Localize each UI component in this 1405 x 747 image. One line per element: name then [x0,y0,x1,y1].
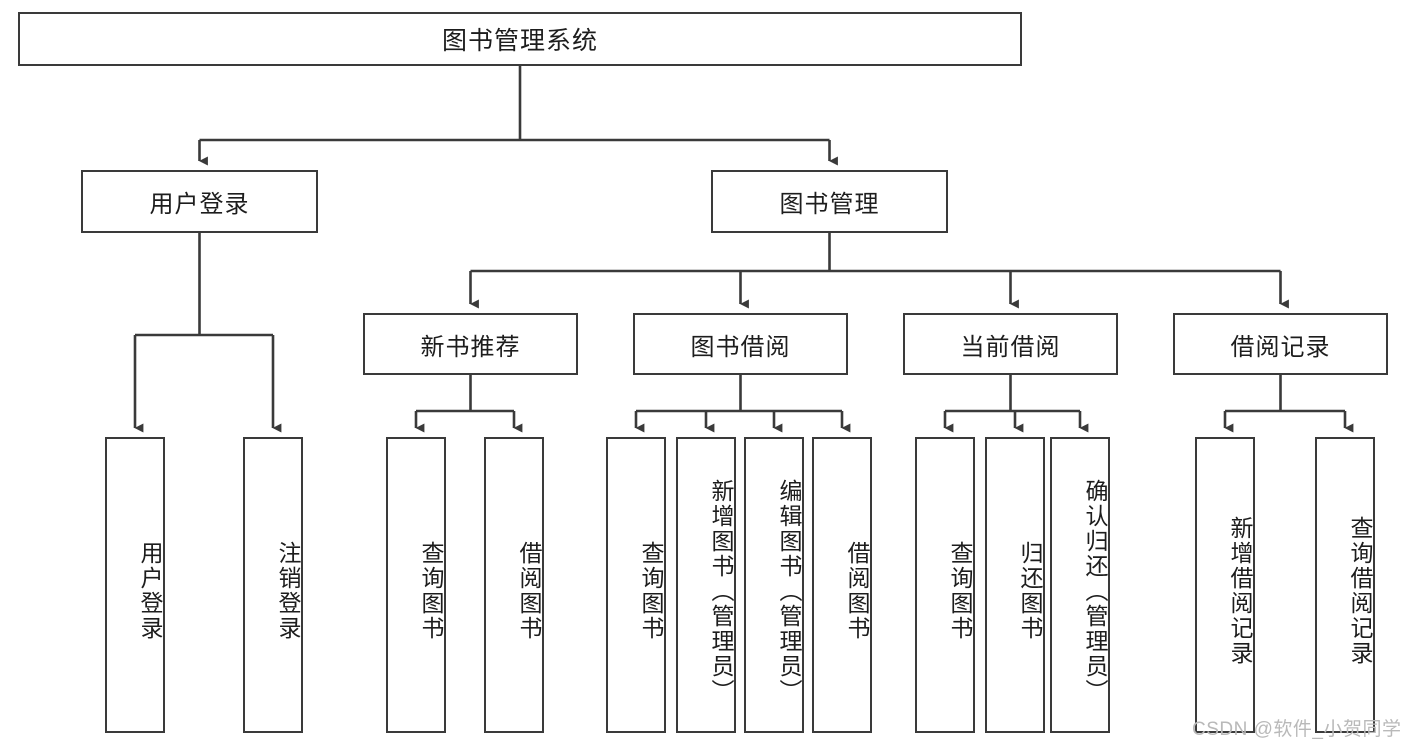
node-label: 查询图书 [418,541,444,641]
node-label: 用户登录 [137,541,163,641]
node-leaf-confirm-return[interactable]: 确认归还（管理员） [1050,437,1110,733]
node-label: 用户登录 [149,191,250,218]
node-label: 归还图书 [1017,541,1043,641]
node-leaf-borrow-book-1[interactable]: 借阅图书 [484,437,544,733]
node-leaf-user-logout[interactable]: 注销登录 [243,437,303,733]
node-root-system[interactable]: 图书管理系统 [18,12,1022,66]
node-label: 借阅记录 [1230,333,1331,361]
node-label: 借阅图书 [516,541,542,641]
node-leaf-add-record[interactable]: 新增借阅记录 [1195,437,1255,733]
node-label: 图书借阅 [690,333,791,361]
node-user-login[interactable]: 用户登录 [81,170,318,233]
node-label: 借阅图书 [844,541,870,641]
node-leaf-edit-book[interactable]: 编辑图书（管理员） [744,437,804,733]
node-leaf-query-book-1[interactable]: 查询图书 [386,437,446,733]
node-leaf-return-book[interactable]: 归还图书 [985,437,1045,733]
node-new-book-rec[interactable]: 新书推荐 [363,313,578,375]
node-leaf-query-book-3[interactable]: 查询图书 [915,437,975,733]
node-label: 新增图书（管理员） [708,478,734,704]
node-current-borrow[interactable]: 当前借阅 [903,313,1118,375]
node-label: 查询图书 [638,541,664,641]
node-label: 新增借阅记录 [1227,516,1253,666]
node-label: 图书管理 [779,191,880,218]
node-leaf-query-book-2[interactable]: 查询图书 [606,437,666,733]
node-label: 查询借阅记录 [1347,516,1373,666]
node-leaf-query-record[interactable]: 查询借阅记录 [1315,437,1375,733]
node-label: 确认归还（管理员） [1082,478,1108,704]
node-label: 新书推荐 [420,333,521,361]
node-label: 查询图书 [947,541,973,641]
node-book-manage[interactable]: 图书管理 [711,170,948,233]
node-label: 编辑图书（管理员） [776,478,802,704]
node-borrow-record[interactable]: 借阅记录 [1173,313,1388,375]
node-label: 当前借阅 [960,333,1061,361]
node-book-borrow[interactable]: 图书借阅 [633,313,848,375]
node-leaf-borrow-book-2[interactable]: 借阅图书 [812,437,872,733]
node-label: 注销登录 [275,541,301,641]
node-leaf-user-login[interactable]: 用户登录 [105,437,165,733]
node-leaf-add-book[interactable]: 新增图书（管理员） [676,437,736,733]
node-label: 图书管理系统 [441,27,598,55]
